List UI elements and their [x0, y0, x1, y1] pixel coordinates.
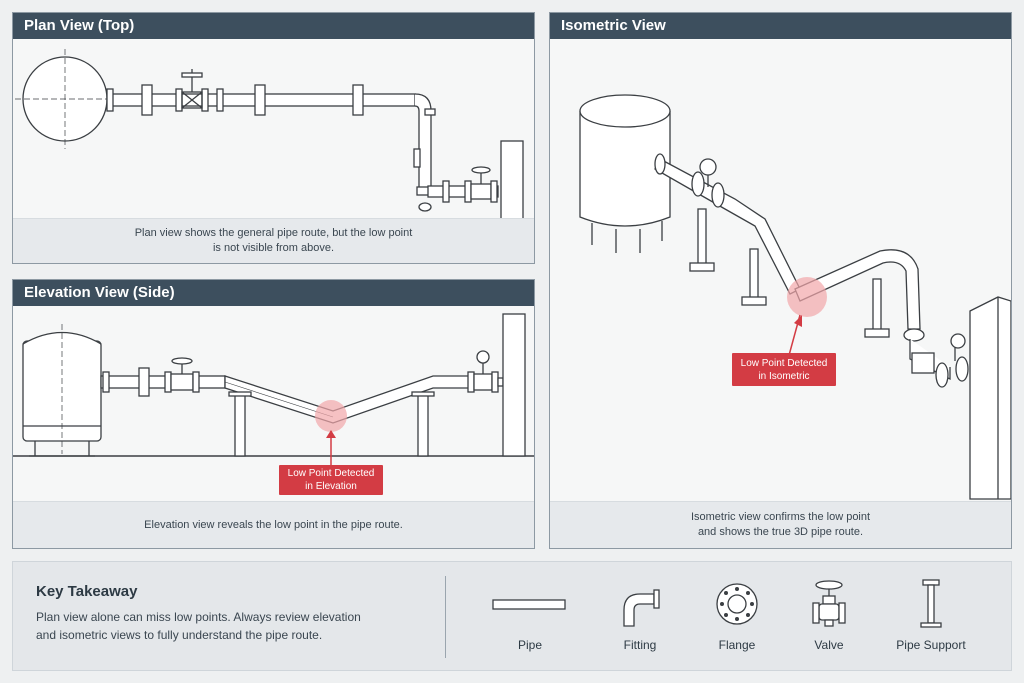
flange-icon — [716, 583, 758, 625]
elevation-view-drawing — [13, 313, 534, 466]
isometric-low-point-callout: Low Point Detected in Isometric — [732, 353, 836, 386]
isometric-caption-line2: and shows the true 3D pipe route. — [697, 526, 864, 538]
plan-view-drawing — [15, 49, 524, 229]
legend-label-pipe-support: Pipe Support — [896, 638, 966, 652]
plan-view-title: Plan View (Top) — [13, 13, 534, 39]
plan-valve — [175, 69, 209, 112]
plan-view-caption: Plan view shows the general pipe route, … — [13, 218, 534, 263]
key-takeaway-text: Plan view alone can miss low points. Alw… — [36, 608, 416, 644]
isometric-callout-line2: in Isometric — [758, 370, 810, 382]
iso-pipe-upper — [654, 158, 801, 295]
legend-item-pipe-support: Pipe Support — [871, 576, 991, 656]
tank-isometric — [579, 111, 671, 227]
isometric-view-title: Isometric View — [550, 13, 1011, 39]
fitting-icon — [623, 589, 660, 627]
takeaway-divider — [445, 576, 446, 658]
valve-icon — [812, 580, 846, 627]
isometric-view-drawing — [579, 94, 1011, 500]
elevation-caption: Elevation view reveals the low point in … — [144, 518, 403, 531]
elevation-callout-line1: Low Point Detected — [287, 468, 375, 479]
legend-item-pipe: Pipe — [470, 576, 590, 656]
pipe-support-icon — [920, 579, 942, 628]
elevation-view-panel: Elevation View (Side) — [12, 279, 535, 549]
isometric-low-point-highlight — [787, 277, 827, 317]
legend-label-valve: Valve — [814, 638, 844, 652]
plan-wall — [500, 140, 524, 229]
isometric-view-panel: Isometric View — [549, 12, 1012, 549]
legend-label-pipe: Pipe — [517, 638, 543, 652]
isometric-caption-line1: Isometric view confirms the low point — [690, 511, 871, 523]
plan-pipe-branch — [427, 185, 499, 198]
key-takeaway-line1: Plan view alone can miss low points. Alw… — [36, 610, 361, 624]
plan-view-panel: Plan View (Top) — [12, 12, 535, 264]
legend-item-valve: Valve — [769, 576, 889, 656]
elevation-low-point-callout: Low Point Detected in Elevation — [279, 465, 383, 495]
isometric-callout-line1: Low Point Detected — [740, 357, 828, 369]
elevation-view-caption: Elevation view reveals the low point in … — [13, 501, 534, 548]
plan-caption-line2: is not visible from above. — [212, 242, 335, 254]
legend-label-flange: Flange — [718, 638, 756, 652]
elevation-low-point-highlight — [315, 400, 347, 432]
legend-label-fitting: Fitting — [623, 638, 657, 652]
legend-item-fitting: Fitting — [580, 576, 700, 656]
elevation-pipe-slope — [224, 375, 474, 424]
key-takeaway-panel: Key Takeaway Plan view alone can miss lo… — [12, 561, 1012, 671]
key-takeaway-line2: and isometric views to fully understand … — [36, 628, 323, 642]
key-takeaway-title: Key Takeaway — [36, 583, 138, 600]
iso-wall — [969, 296, 1011, 500]
elevation-callout-line2: in Elevation — [305, 481, 357, 492]
elevation-view-title: Elevation View (Side) — [13, 280, 534, 306]
pipe-icon — [492, 599, 566, 610]
legend-item-flange: Flange — [677, 576, 797, 656]
isometric-view-caption: Isometric view confirms the low point an… — [550, 501, 1011, 548]
elevation-wall — [502, 313, 526, 457]
plan-caption-line1: Plan view shows the general pipe route, … — [134, 227, 413, 239]
